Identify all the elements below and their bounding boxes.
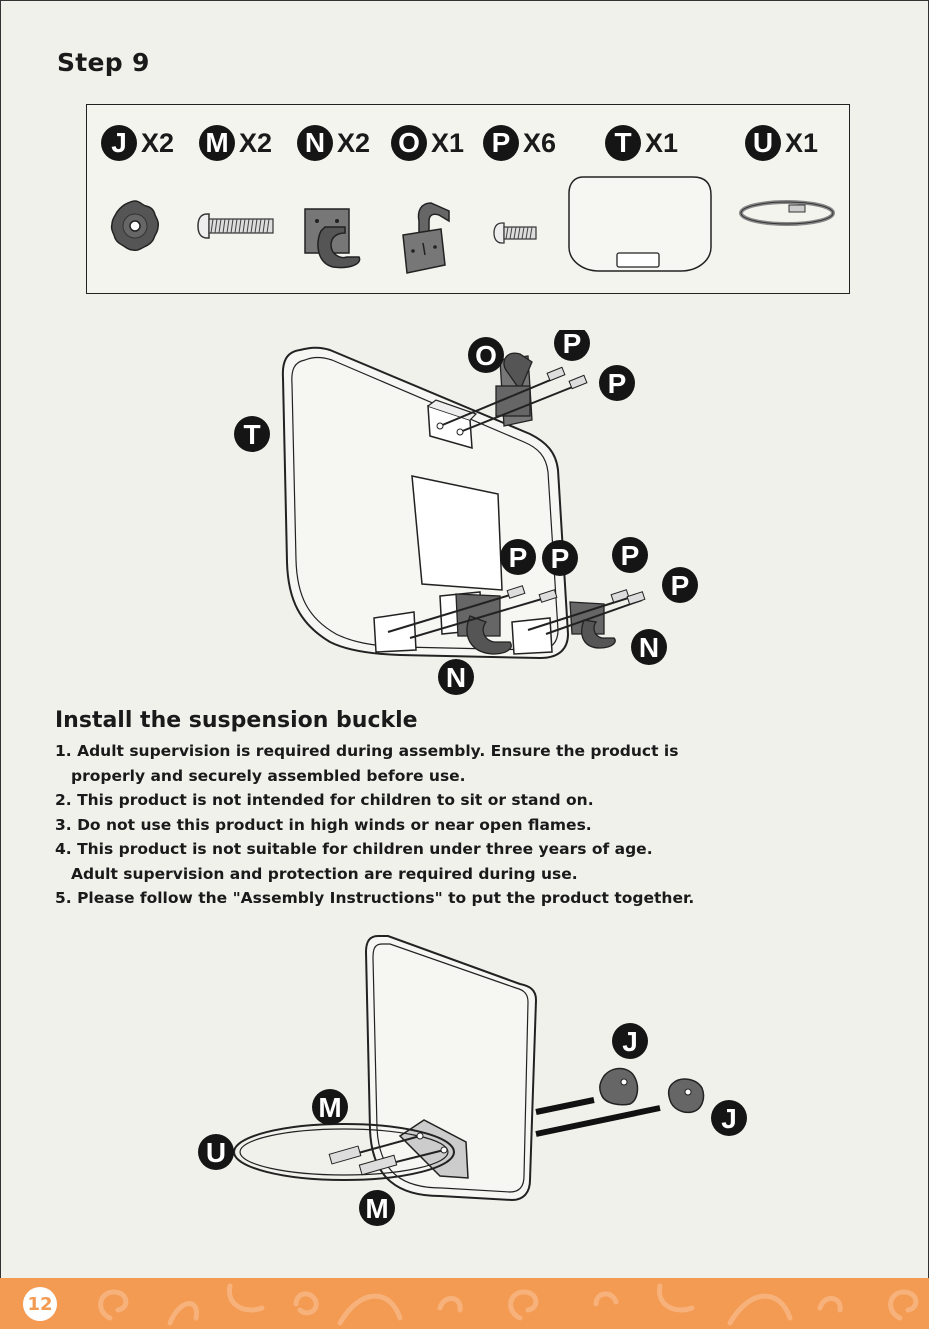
callout-badge: J [612,1023,648,1059]
hanger-bracket-icon [402,202,450,274]
callout-letter: P [563,330,582,359]
callout-letter: P [608,368,627,399]
instruction-text-continued: properly and securely assembled before u… [71,766,466,785]
callout-letter: O [475,340,497,371]
part-label-o: O X1 [391,125,464,161]
part-label-m: M X2 [199,125,272,161]
part-quantity: X1 [645,127,679,158]
callout-letter: U [206,1137,226,1168]
part-letter-badge: P [483,125,519,161]
parts-list-box: J X2 M X2 N X2 O X1 P X6 T X1 U X1 [86,104,850,294]
instruction-text-continued: Adult supervision and protection are req… [71,864,578,883]
part-quantity: X6 [523,127,557,158]
part-label-u: U X1 [745,125,818,161]
callout-badge: U [198,1134,234,1170]
part-letter-badge: J [101,125,137,161]
callout-badge: O [468,337,504,373]
callout-badge: P [612,537,648,573]
instruction-item: 2. This product is not intended for chil… [55,788,694,813]
instruction-item: 5. Please follow the "Assembly Instructi… [55,886,694,911]
callout-letter: T [243,419,260,450]
callout-letter: M [365,1193,388,1224]
callout-badge: P [542,540,578,576]
callout-letter: P [509,542,528,573]
part-letter-badge: M [199,125,235,161]
callout-badge: P [554,330,590,361]
instruction-text: 2. This product is not intended for chil… [55,791,594,809]
part-quantity: X2 [337,127,371,158]
callout-badge: N [438,659,474,695]
backboard-icon [568,176,712,272]
long-screw-icon [197,213,274,239]
callout-badge: P [500,539,536,575]
instruction-text: 3. Do not use this product in high winds… [55,815,592,834]
section-title: Install the suspension buckle [55,708,418,733]
part-quantity: X2 [141,127,175,158]
part-letter-badge: T [605,125,641,161]
callout-letter: P [551,543,570,574]
part-label-j: J X2 [101,125,174,161]
instruction-text: 4. This product is not suitable for chil… [55,840,653,858]
hoop-ring-icon [739,200,835,226]
callout-badge: P [662,567,698,603]
footer-swirl-pattern [98,1283,919,1326]
callout-badge: J [711,1100,747,1136]
callout-letter: J [721,1103,737,1134]
instruction-item: 3. Do not use this product in high winds… [55,813,694,838]
callout-letter: P [671,570,690,601]
instruction-list: 1. Adult supervision is required during … [55,739,694,911]
step-title: Step 9 [57,48,150,77]
part-letter-badge: N [297,125,333,161]
short-screw-icon [493,222,537,244]
part-label-p: P X6 [483,125,556,161]
part-label-t: T X1 [605,125,678,161]
callout-badge: T [234,416,270,452]
knob-nut-icon [110,200,159,251]
net-hook-bracket-icon [304,208,361,269]
callout-badge: P [599,365,635,401]
instruction-item: 1. Adult supervision is required during … [55,739,694,788]
part-quantity: X2 [239,127,273,158]
instruction-text: 1. Adult supervision is required during … [55,742,679,760]
callout-letter: M [318,1092,341,1123]
page-number: 12 [23,1287,57,1321]
callout-badge: M [312,1089,348,1125]
callout-letter: J [622,1026,638,1057]
assembly-diagram-backboard: O P P T P P P P N N [234,330,698,695]
part-letter-badge: U [745,125,781,161]
assembly-diagram-hoop: J J M U M [198,935,747,1226]
callout-letter: N [446,662,466,693]
part-label-n: N X2 [297,125,370,161]
instruction-text: 5. Please follow the "Assembly Instructi… [55,889,695,907]
callout-badge: N [631,629,667,665]
footer-band [0,1278,929,1329]
part-letter-badge: O [391,125,427,161]
callout-letter: N [639,632,659,663]
part-quantity: X1 [785,127,819,158]
callout-letter: P [621,540,640,571]
callout-badge: M [359,1190,395,1226]
instruction-item: 4. This product is not suitable for chil… [55,837,694,886]
part-quantity: X1 [431,127,465,158]
